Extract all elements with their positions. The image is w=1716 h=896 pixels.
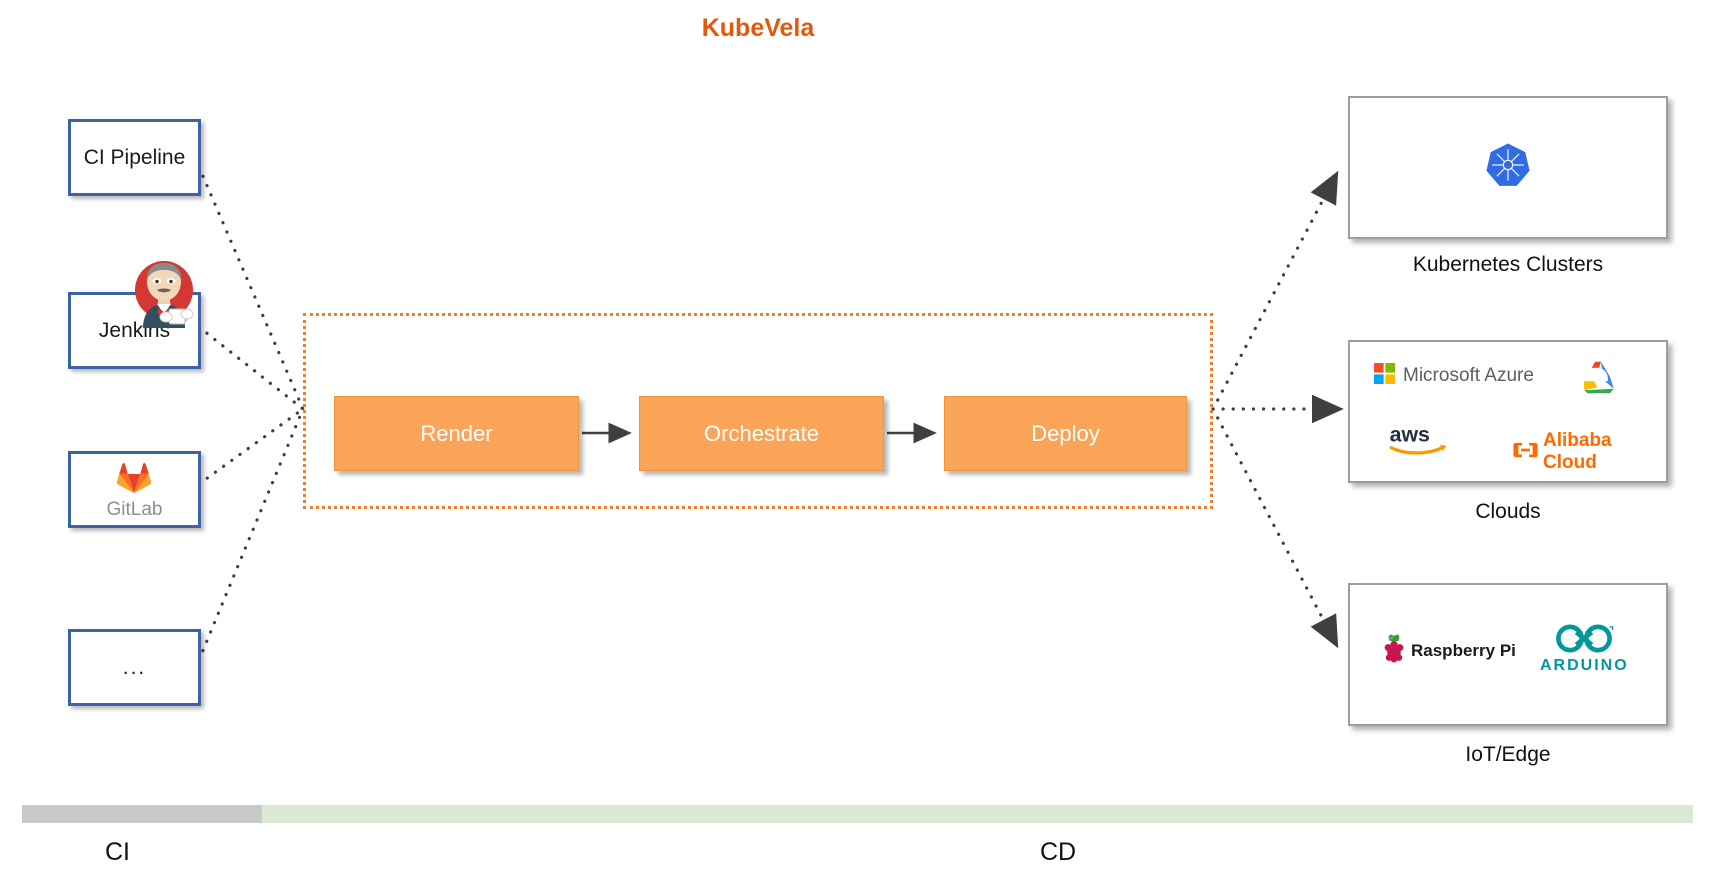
source-label-ellipsis: ... <box>122 655 147 679</box>
stage-box-orchestrate[interactable]: Orchestrate <box>639 396 884 471</box>
phase-bar <box>22 805 1693 823</box>
kubevela-container <box>303 313 1213 509</box>
source-label-ci-pipeline: CI Pipeline <box>83 145 186 169</box>
microsoft-azure-label: Microsoft Azure <box>1403 365 1534 386</box>
alibaba-cloud-icon <box>1513 441 1538 464</box>
phase-label-ci: CI <box>105 838 130 866</box>
arduino-icon <box>1553 623 1615 659</box>
google-cloud-icon <box>1574 357 1622 400</box>
microsoft-azure-logo: Microsoft Azure <box>1374 363 1534 389</box>
target-box-iot-edge[interactable]: Raspberry Pi <box>1348 583 1668 726</box>
source-box-ci-pipeline[interactable]: CI Pipeline <box>68 119 201 196</box>
microsoft-azure-icon <box>1374 363 1395 389</box>
target-caption-iot-edge: IoT/Edge <box>1465 743 1551 766</box>
target-box-kubernetes-clusters[interactable] <box>1348 96 1668 239</box>
gitlab-icon <box>116 460 152 499</box>
raspberry-pi-label: Raspberry Pi <box>1411 641 1516 660</box>
phase-bar-ci <box>22 805 262 823</box>
target-connectors <box>1211 170 1344 649</box>
source-connectors <box>197 165 305 662</box>
arduino-logo: ARDUINO <box>1540 623 1629 675</box>
svg-text:aws: aws <box>1390 422 1430 446</box>
stage-label-orchestrate: Orchestrate <box>704 420 819 446</box>
stage-box-deploy[interactable]: Deploy <box>944 396 1187 471</box>
phase-label-cd: CD <box>1040 838 1077 866</box>
raspberry-pi-icon <box>1380 632 1408 670</box>
source-box-gitlab[interactable]: GitLab <box>68 451 201 528</box>
aws-logo: aws <box>1388 422 1456 461</box>
stage-label-deploy: Deploy <box>1031 420 1100 446</box>
phase-bar-cd <box>262 805 1693 823</box>
kubernetes-icon <box>1485 142 1531 193</box>
jenkins-icon <box>130 256 198 328</box>
kubevela-title: KubeVela <box>701 14 815 42</box>
target-caption-clouds: Clouds <box>1475 500 1541 523</box>
alibaba-cloud-label: Alibaba Cloud <box>1543 430 1612 473</box>
source-label-gitlab: GitLab <box>106 499 163 520</box>
arduino-label: ARDUINO <box>1540 657 1629 674</box>
target-caption-kubernetes-clusters: Kubernetes Clusters <box>1412 253 1604 276</box>
target-box-clouds[interactable]: Microsoft Azure aws <box>1348 340 1668 483</box>
source-box-ellipsis[interactable]: ... <box>68 629 201 706</box>
raspberry-pi-logo: Raspberry Pi <box>1380 632 1516 670</box>
alibaba-cloud-logo: Alibaba Cloud <box>1513 430 1666 474</box>
stage-label-render: Render <box>420 420 493 446</box>
stage-box-render[interactable]: Render <box>334 396 579 471</box>
